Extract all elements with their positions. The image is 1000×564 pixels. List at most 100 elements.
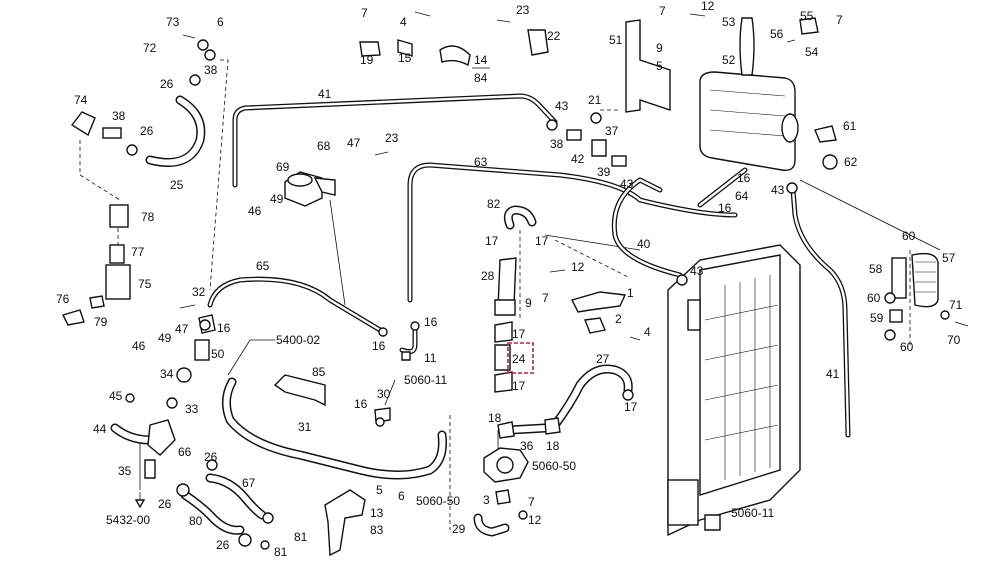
callout-60: 60 <box>900 340 914 354</box>
callout-34: 34 <box>160 367 174 381</box>
callout-33: 33 <box>185 402 199 416</box>
pipe-65 <box>207 276 383 333</box>
callout-30: 30 <box>377 387 391 401</box>
ref-5400-02: 5400-02 <box>276 333 320 347</box>
callout-39: 39 <box>597 165 611 179</box>
callout-1: 1 <box>627 286 634 300</box>
callout-61: 61 <box>843 119 857 133</box>
callout-15: 15 <box>398 51 412 65</box>
callout-7: 7 <box>659 4 666 18</box>
callout-16: 16 <box>424 315 438 329</box>
callout-6: 6 <box>217 15 224 29</box>
callout-41: 41 <box>826 367 840 381</box>
radiator <box>667 244 801 537</box>
callout-52: 52 <box>722 53 736 67</box>
callout-43: 43 <box>555 99 569 113</box>
dashed-leaders <box>79 59 911 530</box>
callout-26: 26 <box>216 538 230 552</box>
callout-81: 81 <box>274 545 288 559</box>
references: 5400-02 5060-11 5060-50 5060-50 5060-11 … <box>106 333 774 527</box>
callout-38: 38 <box>112 109 126 123</box>
callout-27: 27 <box>596 352 610 366</box>
callouts: 73 6 72 38 26 7 4 19 15 23 22 7 12 9 5 5… <box>56 0 963 559</box>
bracket-83 <box>324 489 366 557</box>
callout-17: 17 <box>512 327 526 341</box>
callout-71: 71 <box>949 298 963 312</box>
callout-16: 16 <box>737 171 751 185</box>
fittings <box>61 17 950 550</box>
hose-27 <box>550 364 633 430</box>
callout-60: 60 <box>867 291 881 305</box>
pipe-64 <box>697 167 748 208</box>
callout-38: 38 <box>550 137 564 151</box>
hose-67 <box>205 473 267 520</box>
callout-43: 43 <box>771 183 785 197</box>
callout-26: 26 <box>204 450 218 464</box>
callout-7: 7 <box>528 495 535 509</box>
callout-75: 75 <box>138 277 152 291</box>
callout-76: 76 <box>56 292 70 306</box>
hose-29 <box>473 513 510 537</box>
callout-16: 16 <box>217 321 231 335</box>
callout-42: 42 <box>571 152 585 166</box>
bracket-51 <box>625 19 671 113</box>
water-pump <box>483 447 529 483</box>
callout-4: 4 <box>644 325 651 339</box>
callout-29: 29 <box>452 522 466 536</box>
callout-54: 54 <box>805 45 819 59</box>
callout-74: 74 <box>74 93 88 107</box>
callout-6: 6 <box>398 489 405 503</box>
hose-31 <box>222 377 447 480</box>
fraction-numerator: 14 <box>474 53 488 67</box>
callout-65: 65 <box>256 259 270 273</box>
callout-85: 85 <box>312 365 326 379</box>
callout-25: 25 <box>170 178 184 192</box>
callout-22: 22 <box>547 29 561 43</box>
callout-28: 28 <box>481 269 495 283</box>
callout-26: 26 <box>160 77 174 91</box>
callout-57: 57 <box>942 251 956 265</box>
callout-11: 11 <box>424 351 437 365</box>
callout-17: 17 <box>512 379 526 393</box>
highlight-marker <box>507 342 534 374</box>
callout-23: 23 <box>516 3 530 17</box>
fraction-14-84: 14 84 <box>472 53 490 85</box>
callout-9: 9 <box>525 296 532 310</box>
callout-17: 17 <box>485 234 499 248</box>
valve-75 <box>105 204 131 300</box>
filter-69 <box>284 171 323 207</box>
callout-4: 4 <box>400 15 407 29</box>
callout-78: 78 <box>141 210 155 224</box>
bolts <box>179 11 969 341</box>
callout-38: 38 <box>204 63 218 77</box>
callout-21: 21 <box>588 93 602 107</box>
callout-68: 68 <box>317 139 331 153</box>
callout-17: 17 <box>624 400 638 414</box>
callout-13: 13 <box>370 506 384 520</box>
callout-7: 7 <box>361 6 368 20</box>
callout-47: 47 <box>347 136 361 150</box>
callout-82: 82 <box>487 197 501 211</box>
callout-67: 67 <box>242 476 256 490</box>
callout-58: 58 <box>869 262 883 276</box>
callout-62: 62 <box>844 155 858 169</box>
callout-26: 26 <box>140 124 154 138</box>
callout-19: 19 <box>360 53 374 67</box>
callout-81: 81 <box>294 530 308 544</box>
callout-80: 80 <box>189 514 203 528</box>
pipe-41-right <box>790 187 851 438</box>
callout-5: 5 <box>376 483 383 497</box>
callout-16: 16 <box>718 201 732 215</box>
callout-16: 16 <box>354 397 368 411</box>
callout-44: 44 <box>93 422 107 436</box>
callout-63: 63 <box>474 155 488 169</box>
callout-5: 5 <box>656 59 663 73</box>
callout-36: 36 <box>520 439 534 453</box>
callout-66: 66 <box>178 445 192 459</box>
callout-24: 24 <box>512 352 526 366</box>
hose-44 <box>110 423 155 445</box>
ref-5060-11: 5060-11 <box>731 506 774 520</box>
hose-36 <box>505 423 550 435</box>
ref-5060-50: 5060-50 <box>532 459 576 473</box>
